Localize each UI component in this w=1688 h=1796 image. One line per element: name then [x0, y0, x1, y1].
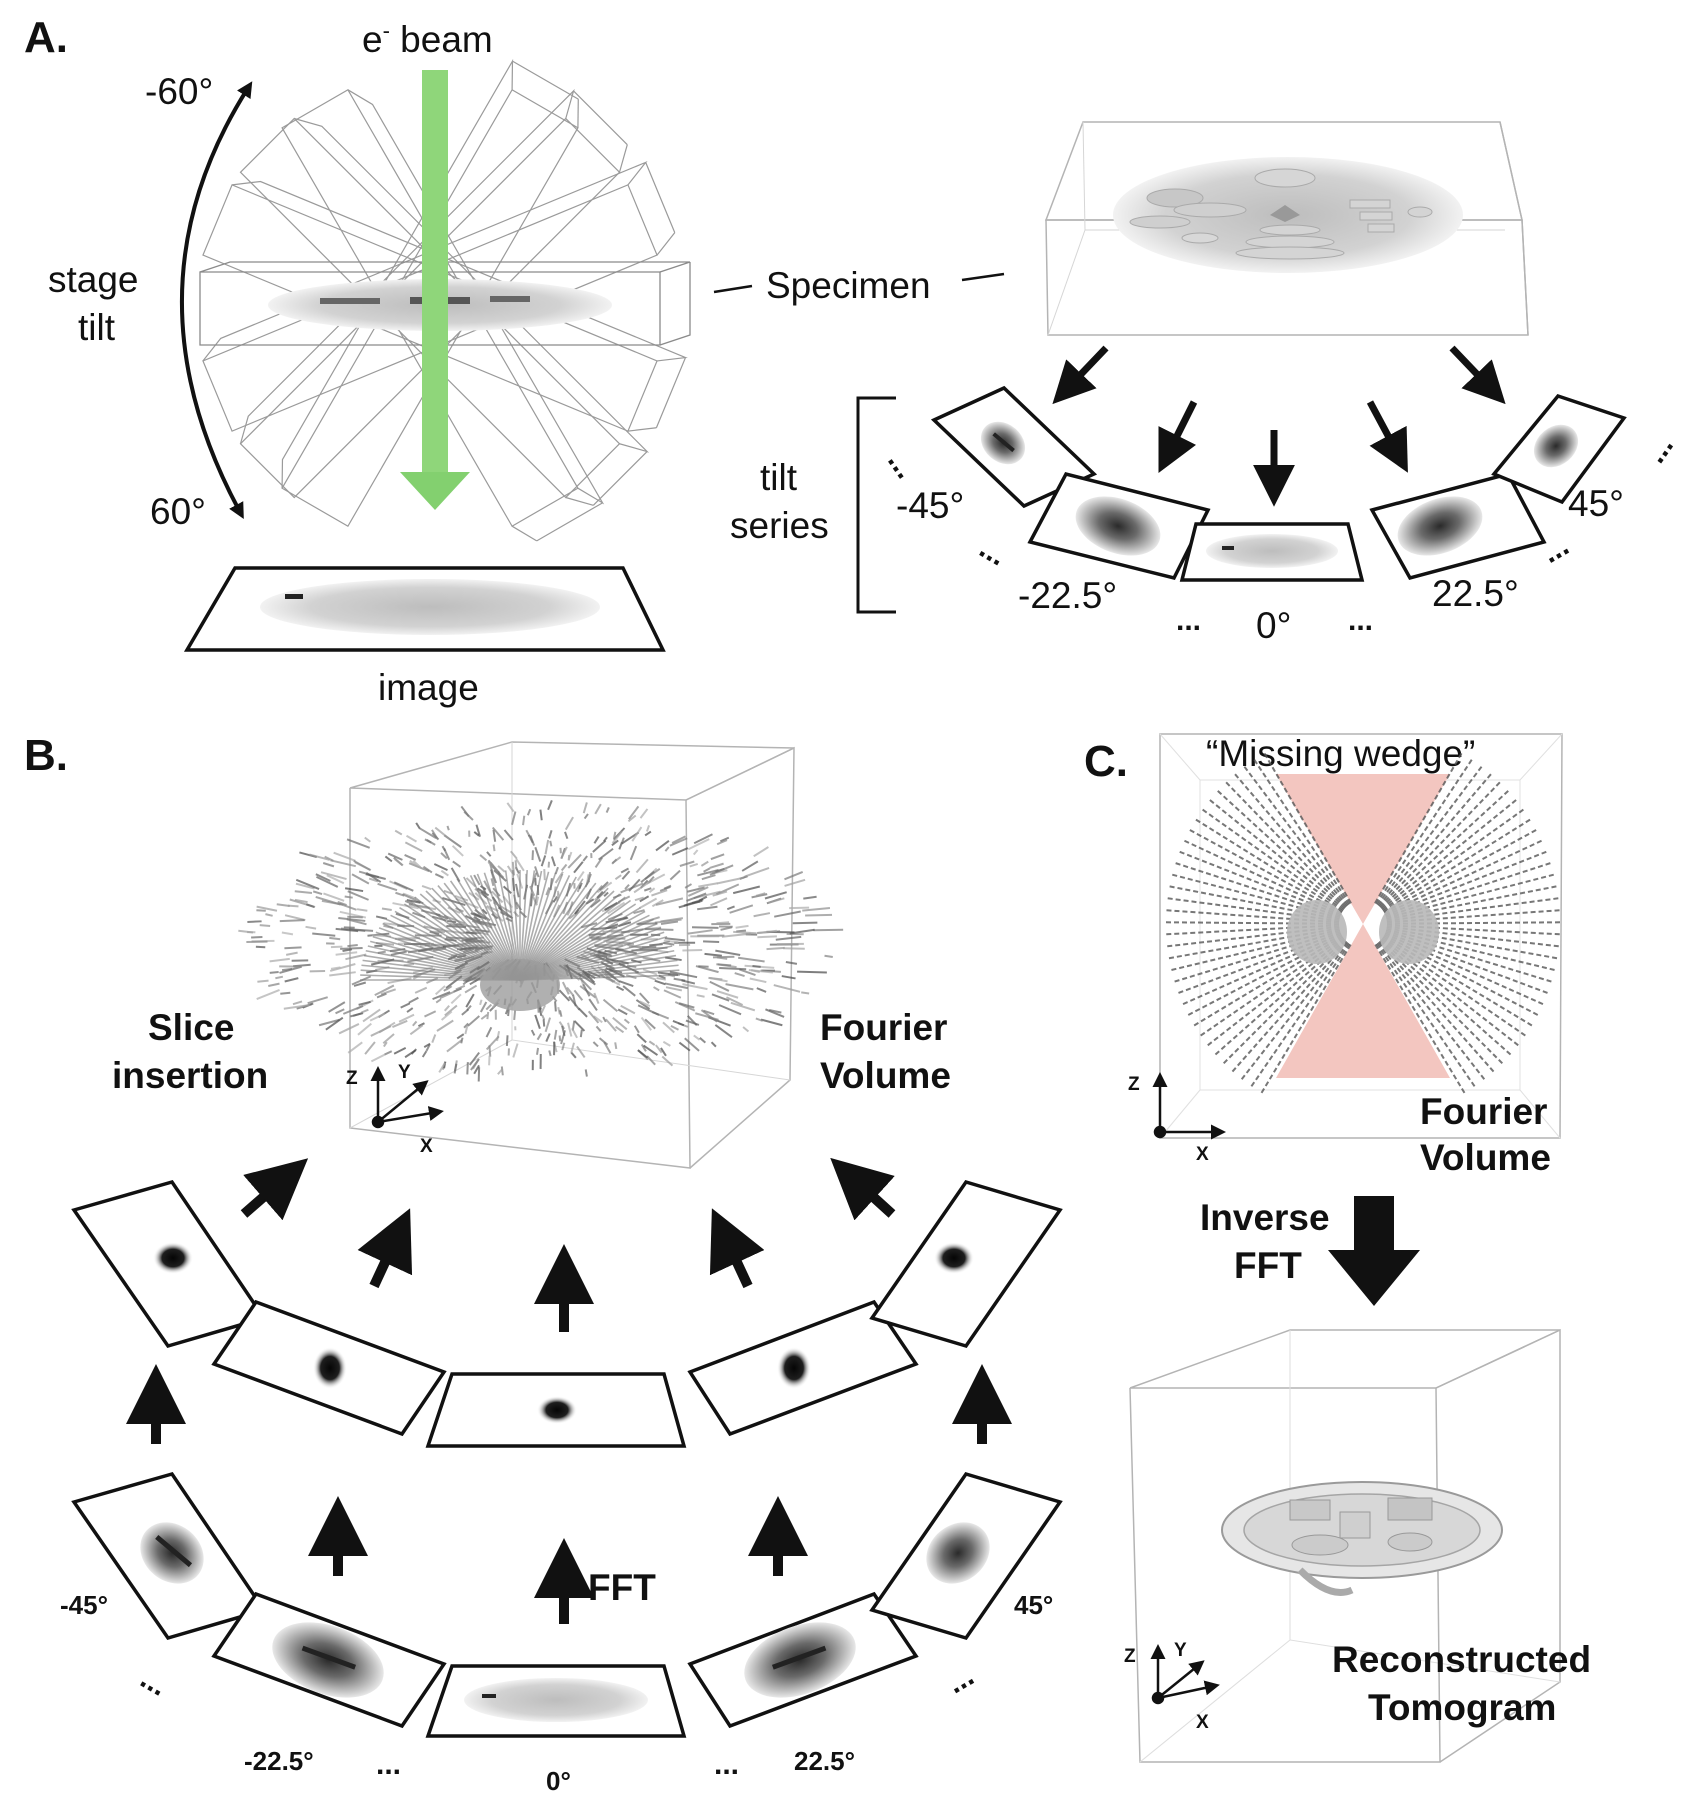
reconstructed-tomogram-cube	[1129, 1328, 1561, 1763]
image-plane	[183, 566, 666, 652]
tilt-series-bracket	[856, 396, 896, 614]
tilt-max-label: 60°	[150, 491, 206, 532]
tilt-min-label: -60°	[145, 71, 213, 112]
stage-tilt-arc	[180, 81, 253, 520]
panel-a-label: A.	[24, 13, 68, 62]
fourier-volume-cube	[238, 741, 844, 1169]
series-frame-b-m45	[71, 1471, 267, 1641]
specimen-label: Specimen	[766, 265, 931, 306]
tilt-series-frame-m45	[930, 385, 1098, 509]
tilt-series-frame-m22	[1027, 471, 1211, 581]
axis-y-c2: Y	[1174, 1640, 1187, 1661]
inverse-fft-arrow	[1328, 1196, 1420, 1306]
fft-frame-m45	[71, 1179, 267, 1349]
axis-x-c2: X	[1196, 1712, 1209, 1733]
inverse-fft-label-1: Inverse	[1200, 1197, 1330, 1238]
tilt-series-frame-p22	[1369, 471, 1547, 581]
specimen-to-series-arrows	[1052, 345, 1506, 507]
series-frame-b-p45	[869, 1471, 1063, 1641]
angle-p45: 45°	[1568, 483, 1624, 524]
beam-label: e- beam	[362, 18, 493, 60]
fft-label: FFT	[588, 1567, 656, 1608]
image-label: image	[378, 667, 479, 708]
ellipsis-a3: ...	[1176, 604, 1201, 637]
fourier-volume-label-b-1: Fourier	[820, 1007, 947, 1048]
fourier-volume-label-c-2: Volume	[1420, 1137, 1551, 1178]
b-angle-0: 0°	[546, 1766, 571, 1796]
inverse-fft-label-2: FFT	[1234, 1245, 1302, 1286]
missing-wedge-top	[1276, 774, 1450, 924]
tilt-series-label-2: series	[730, 505, 829, 546]
tilt-series-frame-0	[1179, 522, 1365, 582]
axis-y-b: Y	[398, 1062, 411, 1083]
angle-0: 0°	[1256, 605, 1291, 646]
ellipsis-a4: ...	[1348, 604, 1373, 637]
series-frame-b-0	[425, 1664, 687, 1738]
b-angle-m22: -22.5°	[244, 1746, 314, 1776]
slice-insertion-label-2: insertion	[112, 1055, 268, 1096]
specimen-3d-box	[1044, 121, 1529, 336]
reconstructed-label-2: Tomogram	[1368, 1687, 1556, 1728]
axes-b	[370, 1066, 444, 1129]
tilt-series-label-1: tilt	[760, 457, 798, 498]
ellipsis-a6: ...	[1639, 430, 1680, 469]
electron-beam	[422, 70, 448, 475]
missing-wedge-bottom	[1276, 924, 1450, 1078]
specimen-leader-left	[713, 284, 753, 294]
ellipsis-a1: ...	[881, 445, 922, 484]
tilt-series-frame-p45	[1491, 393, 1627, 505]
specimen-leader-right	[961, 272, 1005, 282]
fft-frame-p45	[869, 1179, 1063, 1349]
axis-x-c1: X	[1196, 1144, 1209, 1165]
ellipsis-b2: ...	[376, 1748, 401, 1781]
axis-z-b: Z	[346, 1068, 358, 1089]
series-frame-b-m22	[211, 1591, 447, 1729]
angle-m45: -45°	[896, 485, 964, 526]
missing-wedge-label: “Missing wedge”	[1206, 733, 1475, 774]
stage-tilt-label-1: stage	[48, 259, 139, 300]
axes-c-bottom	[1150, 1644, 1220, 1705]
ellipsis-b1: ...	[135, 1662, 173, 1703]
fft-frame-0	[425, 1372, 687, 1448]
fourier-volume-label-b-2: Volume	[820, 1055, 951, 1096]
b-angle-m45: -45°	[60, 1590, 108, 1620]
panel-b-label: B.	[24, 731, 68, 780]
panel-c-label: C.	[1084, 737, 1128, 786]
fourier-volume-label-c-1: Fourier	[1420, 1091, 1547, 1132]
fft-frame-m22	[211, 1299, 447, 1437]
fft-frame-p22	[687, 1299, 919, 1437]
ellipsis-b4: ...	[941, 1659, 979, 1700]
ellipsis-b3: ...	[714, 1748, 739, 1781]
angle-m22: -22.5°	[1018, 575, 1117, 616]
axis-x-b: X	[420, 1136, 433, 1157]
b-angle-p22: 22.5°	[794, 1746, 855, 1776]
missing-wedge-volume	[1159, 733, 1564, 1139]
stage-tilt-label-2: tilt	[78, 307, 116, 348]
slice-insertion-label-1: Slice	[148, 1007, 234, 1048]
reconstructed-label-1: Reconstructed	[1332, 1639, 1591, 1680]
axes-c-top	[1152, 1072, 1226, 1140]
axis-z-c2: Z	[1124, 1646, 1136, 1667]
series-frame-b-p22	[687, 1591, 919, 1729]
electron-beam-head	[400, 472, 470, 510]
angle-p22: 22.5°	[1432, 573, 1519, 614]
panel-b-arrows	[126, 1157, 1012, 1624]
b-angle-p45: 45°	[1014, 1590, 1053, 1620]
axis-z-c1: Z	[1128, 1074, 1140, 1095]
ellipsis-a2: ...	[974, 531, 1012, 572]
